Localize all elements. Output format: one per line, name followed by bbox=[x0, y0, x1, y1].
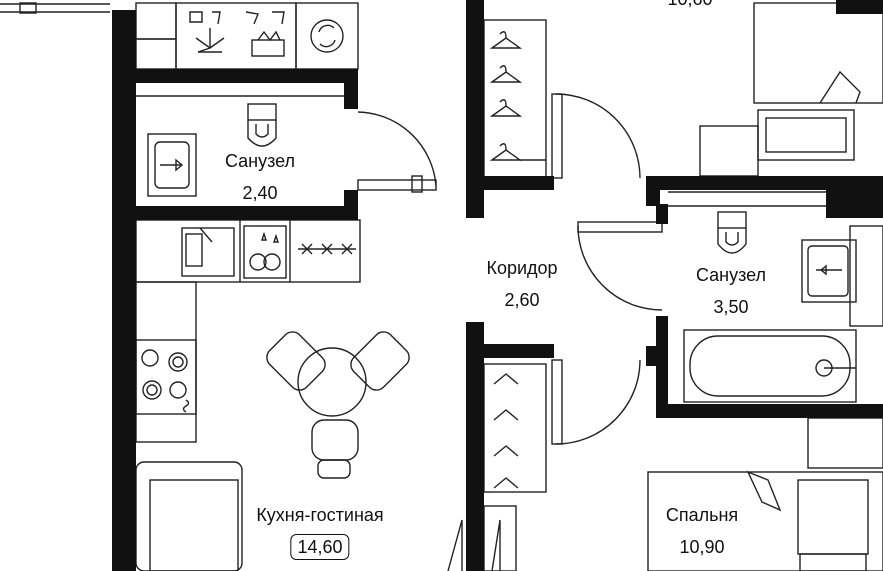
wardrobe-top bbox=[483, 19, 547, 181]
room-name: Коридор bbox=[486, 258, 558, 278]
room-label-top-room: 10,60 bbox=[667, 0, 712, 10]
dishwasher-icon bbox=[243, 225, 287, 279]
walls bbox=[112, 0, 883, 571]
room-label-kitchen: Кухня-гостиная 14,60 bbox=[256, 504, 384, 560]
chair-icon bbox=[266, 331, 410, 479]
sink-icon bbox=[147, 133, 197, 197]
room-area: 10,90 bbox=[679, 537, 725, 557]
bath1-door bbox=[357, 111, 437, 193]
bathtub-icon bbox=[683, 329, 857, 403]
corridor-door-bottom bbox=[551, 359, 641, 445]
wardrobe-bottom bbox=[483, 363, 547, 493]
room-area: 2,60 bbox=[504, 290, 540, 310]
kitchen-counter bbox=[135, 219, 361, 283]
top-room-furniture bbox=[699, 109, 855, 177]
room-area: 10,60 bbox=[667, 0, 712, 9]
room-label-bedroom: Спальня 10,90 bbox=[666, 504, 738, 558]
room-name: Санузел bbox=[224, 151, 296, 171]
stove-icon bbox=[135, 339, 197, 415]
dining-table-icon bbox=[297, 347, 367, 417]
top-left-window bbox=[0, 2, 110, 14]
laundry-cabinet bbox=[135, 2, 359, 70]
stove-icon bbox=[298, 243, 356, 255]
room-label-bath2: Санузел 3,50 bbox=[696, 264, 766, 318]
laundry-icon bbox=[189, 11, 285, 57]
room-name: Спальня bbox=[665, 505, 739, 525]
bath2-fixtures bbox=[668, 191, 883, 403]
sink-icon bbox=[181, 227, 235, 277]
sofa-icon bbox=[135, 461, 243, 571]
corridor-door-mid bbox=[577, 221, 663, 311]
sink-icon bbox=[801, 239, 857, 303]
toilet-icon bbox=[717, 211, 747, 254]
room-name: Кухня-гостиная bbox=[256, 505, 384, 525]
bed-icon bbox=[753, 2, 883, 104]
corridor-door-top bbox=[551, 93, 641, 179]
room-area: 14,60 bbox=[290, 534, 350, 560]
room-label-corridor: Коридор 2,60 bbox=[486, 257, 557, 311]
toilet-icon bbox=[247, 103, 277, 147]
room-label-bath1: Санузел 2,40 bbox=[225, 150, 295, 204]
room-name: Санузел bbox=[695, 265, 767, 285]
washing-machine-icon bbox=[310, 19, 344, 53]
room-area: 3,50 bbox=[713, 297, 749, 317]
room-area: 2,40 bbox=[242, 183, 278, 203]
